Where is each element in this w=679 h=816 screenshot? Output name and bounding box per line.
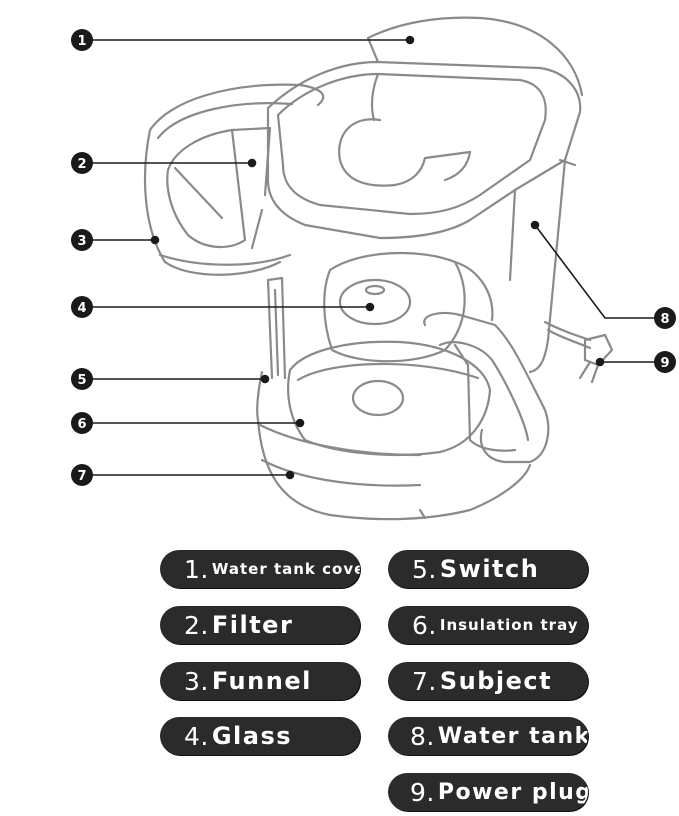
svg-text:8: 8 (660, 312, 669, 327)
leader-dot-2 (249, 160, 256, 167)
legend-text: Glass (212, 722, 292, 750)
legend-text: Subject (440, 667, 552, 695)
legend-item-funnel: 3. Funnel (160, 662, 360, 700)
legend-text: Water tank (438, 724, 588, 749)
legend-item-insulation-tray: 6. Insulation tray (388, 606, 588, 644)
leader-dot-7 (287, 472, 294, 479)
power-plug-outline (545, 322, 612, 382)
legend-item-subject: 7. Subject (388, 662, 588, 700)
svg-text:5: 5 (77, 373, 86, 388)
legend-text: Power plug (438, 780, 588, 805)
leader-dot-8 (532, 222, 539, 229)
leader-dot-9 (597, 359, 604, 366)
funnel-outline (145, 85, 323, 275)
legend-text: Filter (212, 611, 293, 639)
marker-6: 6 (71, 412, 93, 434)
legend-number: 5. (412, 555, 437, 584)
glass-carafe-outline (288, 253, 548, 462)
legend-item-filter: 2. Filter (160, 606, 360, 644)
marker-1: 1 (71, 29, 93, 51)
marker-4: 4 (71, 296, 93, 318)
legend-number: 7. (412, 667, 437, 696)
legend-number: 4. (184, 722, 209, 751)
legend-item-water-tank: 8. Water tank (388, 717, 588, 755)
svg-text:4: 4 (77, 301, 86, 316)
legend-item-water-tank-cover: 1. Water tank cover (160, 550, 360, 588)
marker-7: 7 (71, 464, 93, 486)
svg-text:6: 6 (77, 417, 86, 432)
legend-number: 8. (410, 722, 435, 751)
svg-text:1: 1 (77, 34, 86, 49)
legend-item-switch: 5. Switch (388, 550, 588, 588)
marker-3: 3 (71, 229, 93, 251)
svg-text:2: 2 (77, 157, 86, 172)
leader-dot-5 (262, 376, 269, 383)
legend-number: 2. (184, 611, 209, 640)
legend-item-glass: 4. Glass (160, 717, 360, 755)
marker-8: 8 (654, 307, 676, 329)
coffee-maker-diagram: 1 2 3 4 5 6 7 8 9 (0, 0, 679, 540)
svg-text:7: 7 (77, 469, 86, 484)
legend-number: 9. (410, 778, 435, 807)
legend-text: Funnel (212, 667, 312, 695)
legend-number: 6. (412, 611, 437, 640)
svg-text:3: 3 (77, 234, 86, 249)
leader-dot-1 (407, 37, 414, 44)
svg-text:9: 9 (660, 356, 669, 371)
legend-text: Water tank cover (212, 560, 360, 578)
water-tank-cover-outline (268, 18, 582, 238)
leader-dot-4 (367, 304, 374, 311)
legend-number: 3. (184, 667, 209, 696)
leader-dot-6 (297, 420, 304, 427)
marker-5: 5 (71, 368, 93, 390)
marker-9: 9 (654, 351, 676, 373)
legend-text: Insulation tray (440, 616, 579, 634)
leader-dot-3 (152, 237, 159, 244)
legend-item-power-plug: 9. Power plug (388, 773, 588, 811)
legend-number: 1. (184, 555, 209, 584)
marker-2: 2 (71, 152, 93, 174)
legend-text: Switch (440, 555, 539, 583)
